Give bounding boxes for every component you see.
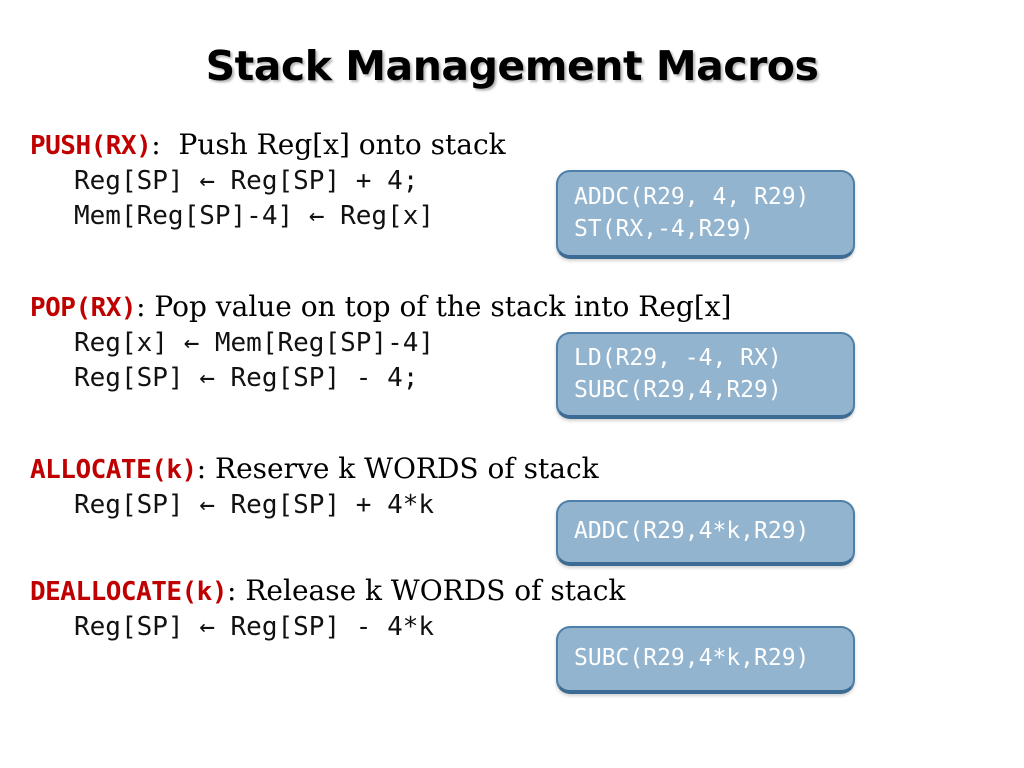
code-line: Reg[SP] ← Reg[SP] - 4; bbox=[74, 363, 419, 394]
callout-line: ADDC(R29,4*k,R29) bbox=[574, 518, 810, 545]
macro-description-text-pop: Pop value on top of the stack into Reg[x… bbox=[154, 290, 732, 323]
macro-block-push: PUSH(RX): Push Reg[x] onto stack Reg[SP]… bbox=[30, 131, 506, 235]
macro-name-allocate: ALLOCATE(k) bbox=[30, 455, 197, 485]
callout-box-allocate: ADDC(R29,4*k,R29) bbox=[556, 500, 855, 566]
macro-block-allocate: ALLOCATE(k): Reserve k WORDS of stack Re… bbox=[30, 455, 599, 523]
code-line: Reg[SP] ← Reg[SP] + 4*k bbox=[74, 490, 435, 520]
macro-heading-allocate: ALLOCATE(k): Reserve k WORDS of stack bbox=[30, 452, 599, 485]
macro-block-deallocate: DEALLOCATE(k): Release k WORDS of stack … bbox=[30, 577, 625, 645]
callout-line: SUBC(R29,4,R29) bbox=[574, 376, 782, 403]
macro-name-pop: POP(RX) bbox=[30, 293, 137, 323]
callout-box-pop: LD(R29, -4, RX) SUBC(R29,4,R29) bbox=[556, 332, 855, 419]
code-line: Reg[SP] ← Reg[SP] + 4; bbox=[74, 166, 419, 196]
macro-description-deallocate bbox=[236, 574, 245, 607]
macro-block-pop: POP(RX): Pop value on top of the stack i… bbox=[30, 293, 731, 397]
macro-name-deallocate: DEALLOCATE(k) bbox=[30, 577, 228, 607]
macro-separator-deallocate: : bbox=[227, 574, 237, 607]
macro-heading-push: PUSH(RX): Push Reg[x] onto stack bbox=[30, 128, 506, 161]
macro-separator-pop: : bbox=[136, 290, 146, 323]
macro-separator-push: : bbox=[151, 128, 161, 161]
callout-box-push: ADDC(R29, 4, R29) ST(RX,-4,R29) bbox=[556, 170, 855, 259]
page-title: Stack Management Macros bbox=[205, 42, 819, 90]
callout-line: ST(RX,-4,R29) bbox=[574, 215, 755, 242]
callout-line: LD(R29, -4, RX) bbox=[574, 344, 782, 371]
code-line: Mem[Reg[SP]-4] ← Reg[x] bbox=[74, 201, 435, 232]
code-line: Reg[x] ← Mem[Reg[SP]-4] bbox=[74, 328, 435, 358]
macro-heading-deallocate: DEALLOCATE(k): Release k WORDS of stack bbox=[30, 574, 626, 607]
callout-box-deallocate: SUBC(R29,4*k,R29) bbox=[556, 626, 855, 694]
macro-description-text-allocate: Reserve k WORDS of stack bbox=[215, 452, 599, 485]
macro-description-allocate bbox=[206, 452, 215, 485]
macro-body-allocate: Reg[SP] ← Reg[SP] + 4*k bbox=[30, 488, 599, 523]
macro-heading-pop: POP(RX): Pop value on top of the stack i… bbox=[30, 290, 732, 323]
macro-description-push bbox=[161, 128, 179, 161]
macro-description-text-push: Push Reg[x] onto stack bbox=[178, 128, 506, 161]
macro-body-pop: Reg[x] ← Mem[Reg[SP]-4] Reg[SP] ← Reg[SP… bbox=[30, 326, 731, 397]
macro-separator-allocate: : bbox=[196, 452, 207, 485]
macro-body-push: Reg[SP] ← Reg[SP] + 4; Mem[Reg[SP]-4] ← … bbox=[30, 164, 506, 235]
callout-line: SUBC(R29,4*k,R29) bbox=[574, 645, 810, 672]
macro-body-deallocate: Reg[SP] ← Reg[SP] - 4*k bbox=[30, 610, 625, 645]
macro-description-text-deallocate: Release k WORDS of stack bbox=[245, 574, 626, 607]
code-line: Reg[SP] ← Reg[SP] - 4*k bbox=[74, 612, 435, 642]
macro-name-push: PUSH(RX) bbox=[30, 131, 152, 161]
callout-line: ADDC(R29, 4, R29) bbox=[574, 183, 810, 210]
